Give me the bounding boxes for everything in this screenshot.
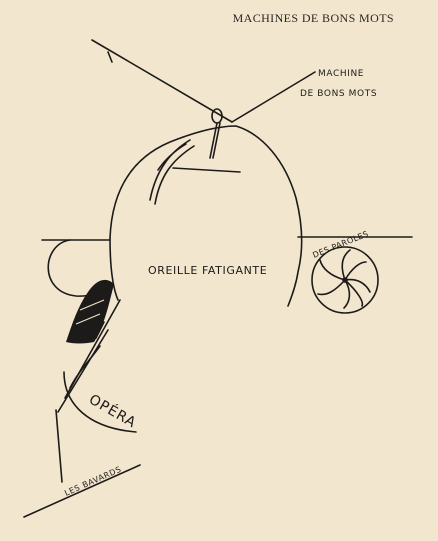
label-bavards: LES BAVARDS [63, 465, 123, 498]
label-oreille: OREILLE FATIGANTE [148, 264, 267, 277]
v-line-right [231, 71, 316, 123]
horizontal-dash [172, 167, 241, 173]
label-opera: OPÉRA [86, 391, 140, 432]
opera-curve [63, 371, 137, 433]
paroles-swirl [317, 249, 371, 309]
top-tick [107, 51, 113, 63]
head-dome [109, 125, 303, 307]
v-line-left [91, 39, 233, 123]
black-funnel [66, 279, 114, 344]
paroles-disk [311, 246, 379, 314]
label-paroles: DES PAROLES [311, 229, 370, 260]
bottom-baseline [23, 464, 141, 518]
label-machine-line2: DE BONS MOTS [300, 89, 377, 99]
head-left-side [109, 237, 119, 301]
page-header: MACHINES DE BONS MOTS [232, 11, 394, 25]
bottom-vertical [55, 409, 63, 483]
antenna-stroke-2 [154, 145, 195, 205]
body-line-2 [57, 329, 109, 413]
label-machine-line1: MACHINE [318, 69, 364, 79]
body-stroke-a [69, 345, 101, 389]
antenna-stroke-1 [149, 139, 191, 201]
antenna-stroke-3 [157, 143, 187, 171]
lever-stem [209, 122, 221, 159]
funnel-inner-lines [75, 299, 105, 325]
